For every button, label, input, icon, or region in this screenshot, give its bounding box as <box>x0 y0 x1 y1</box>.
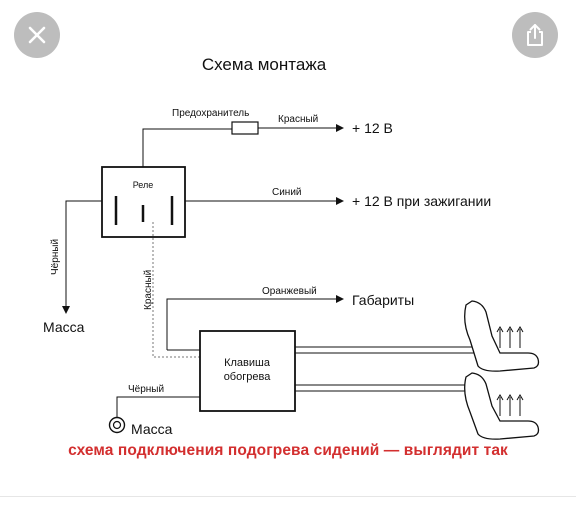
switch-label-line1: Клавиша <box>224 357 271 369</box>
ignition-label: + 12 В при зажигании <box>352 193 491 209</box>
fuse-label: Предохранитель <box>172 108 249 119</box>
wire-red-dotted <box>152 222 200 358</box>
ground-left-label: Масса <box>43 319 85 335</box>
wire-black-bottom-label: Чёрный <box>128 384 164 395</box>
seat-icon-bottom <box>464 372 540 440</box>
close-icon <box>28 26 46 44</box>
ground-bottom-label: Масса <box>131 421 173 437</box>
wire-black-left-label: Чёрный <box>50 239 61 275</box>
wire-relay-to-fuse <box>142 128 232 167</box>
wire-red-vertical-label: Красный <box>143 270 154 310</box>
wire-black-left <box>65 200 102 306</box>
wiring-diagram: Схема монтажа Реле Предохранитель Красны… <box>43 55 540 440</box>
relay-label: Реле <box>133 180 154 190</box>
diagram-title: Схема монтажа <box>202 55 327 74</box>
fuse <box>231 121 259 135</box>
share-button[interactable] <box>512 12 558 58</box>
wire-orange-label: Оранжевый <box>262 286 317 297</box>
plus12-label: + 12 В <box>352 120 393 136</box>
switch-label-line2: обогрева <box>224 371 272 383</box>
wire-orange <box>166 298 336 350</box>
ground-terminal-inner <box>112 420 122 430</box>
wire-red-top-label: Красный <box>278 114 318 125</box>
relay: Реле <box>101 166 186 238</box>
arrow-ground-left <box>62 306 70 314</box>
arrow-plus12 <box>336 124 344 132</box>
arrow-parking-lights <box>336 295 344 303</box>
arrow-ignition <box>336 197 344 205</box>
parking-lights-label: Габариты <box>352 292 414 308</box>
wire-black-bottom <box>116 396 200 417</box>
caption: схема подключения подогрева сидений — вы… <box>68 442 508 459</box>
wire-blue-label: Синий <box>272 187 302 198</box>
seat-icon-top <box>464 300 540 372</box>
share-icon <box>527 24 543 46</box>
divider <box>0 496 576 497</box>
close-button[interactable] <box>14 12 60 58</box>
heating-switch-box <box>199 330 296 412</box>
